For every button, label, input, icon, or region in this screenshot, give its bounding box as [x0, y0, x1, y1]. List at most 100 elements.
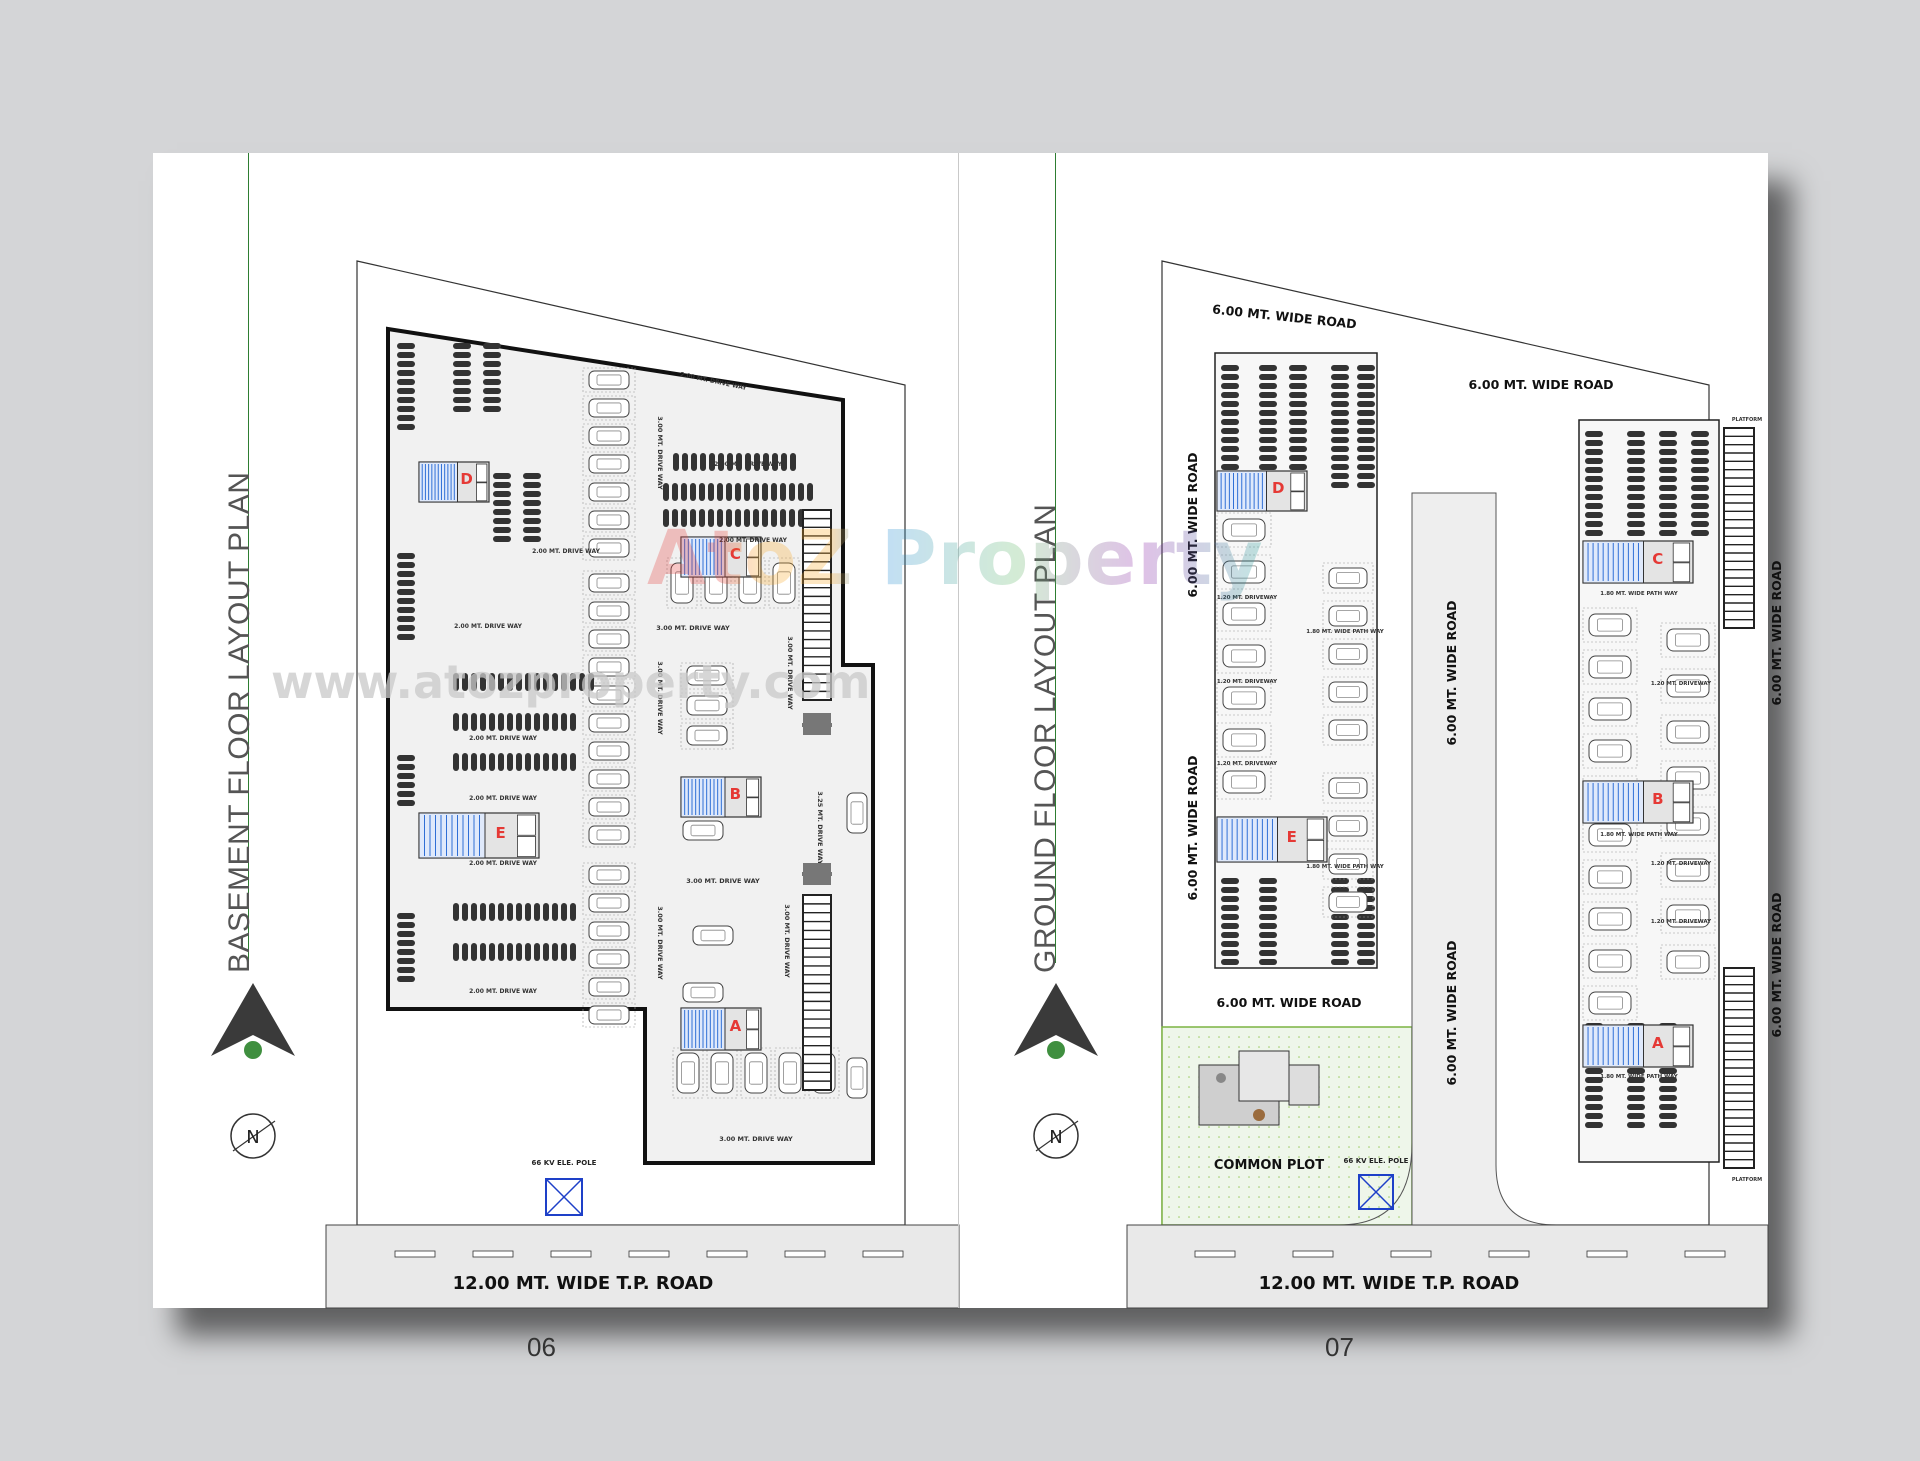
bike-icon [493, 482, 511, 488]
car-icon [1328, 777, 1368, 799]
bike-icon [1585, 476, 1603, 482]
bike-icon [1221, 374, 1239, 380]
lift-icon [475, 463, 488, 483]
bike-icon [1357, 464, 1375, 470]
bike-icon [1691, 458, 1709, 464]
bike-icon [397, 424, 415, 430]
road-dash [472, 1250, 514, 1258]
bike-icon [699, 509, 705, 527]
driveway-label: 3.00 MT. DRIVE WAY [656, 661, 664, 735]
bike-icon [1627, 503, 1645, 509]
bike-icon [462, 753, 468, 771]
road-dashes [1194, 1250, 1726, 1258]
bike-icon [1221, 941, 1239, 947]
bike-icon [570, 673, 576, 691]
pathway-label: 1.20 MT. DRIVEWAY [1217, 761, 1278, 767]
bike-icon [1357, 419, 1375, 425]
bike-icon [1585, 467, 1603, 473]
block-letter: A [1652, 1034, 1664, 1052]
bike-icon [1585, 512, 1603, 518]
bike-icon [745, 453, 751, 471]
block-letter: E [1287, 828, 1297, 846]
car-icon [846, 792, 868, 834]
bike-icon [453, 370, 471, 376]
bike-icon [1331, 923, 1349, 929]
bike-icon [790, 453, 796, 471]
bike-icon [1221, 950, 1239, 956]
driveway-label: 3.00 MT. DRIVE WAY [656, 624, 730, 632]
bike-icon [709, 453, 715, 471]
bike-icon [700, 453, 706, 471]
car-icon [676, 1052, 700, 1094]
driveway-label: 2.00 MT. DRIVE WAY [532, 548, 600, 555]
bike-icon [1585, 1104, 1603, 1110]
bike-icon [552, 903, 558, 921]
bike-icon [1357, 923, 1375, 929]
bike-icon [489, 713, 495, 731]
bike-icon [1659, 1113, 1677, 1119]
bike-icon [1659, 521, 1677, 527]
bike-icon [561, 943, 567, 961]
bike-icon [1659, 1086, 1677, 1092]
lift-icon [516, 836, 536, 858]
car-icon [588, 769, 630, 789]
car-icon [588, 825, 630, 845]
lift-icon [1672, 1046, 1691, 1067]
car-icon [1588, 907, 1632, 931]
car-icon [682, 820, 724, 841]
car-icon [1328, 643, 1368, 665]
bike-icon [1659, 440, 1677, 446]
lift-icon [1290, 472, 1305, 492]
bike-icon [1289, 437, 1307, 443]
car-icon [1328, 681, 1368, 703]
ele-pole-label: 66 KV ELE. POLE [532, 1159, 597, 1167]
bike-icon [1259, 383, 1277, 389]
bike-icon [1659, 458, 1677, 464]
bike-icon [471, 753, 477, 771]
bike-icon [1659, 530, 1677, 536]
bike-icon [771, 509, 777, 527]
pathway-label: PLATFORM [1732, 1177, 1762, 1183]
bike-icon [483, 361, 501, 367]
bike-icon [1259, 365, 1277, 371]
bike-icon [681, 509, 687, 527]
bike-icon [453, 673, 459, 691]
bike-icon [1357, 959, 1375, 965]
bike-icon [807, 483, 813, 501]
ramp-top-stripes [1724, 435, 1754, 621]
two-wheeler-area [397, 343, 813, 982]
bike-icon [1221, 446, 1239, 452]
road-dash [1194, 1250, 1236, 1258]
car-icon [1222, 644, 1266, 668]
driveway-label: 3.00 MT. DRIVE WAY [783, 904, 791, 978]
pathway-label: 1.80 MT. WIDE PATH WAY [1600, 1074, 1678, 1080]
bike-icon [1259, 455, 1277, 461]
driveway-label: 2.00 MT. DRIVE WAY [469, 860, 537, 867]
bike-icon [579, 673, 585, 691]
bike-icon [471, 903, 477, 921]
bike-icon [489, 903, 495, 921]
bike-icon [534, 903, 540, 921]
ele-pole-icon [545, 1178, 583, 1216]
bike-icon [507, 753, 513, 771]
car-icon [1222, 518, 1266, 542]
bike-icon [453, 943, 459, 961]
bike-icon [1221, 905, 1239, 911]
bike-icon [672, 483, 678, 501]
bike-icon [462, 673, 468, 691]
bike-icon [1221, 428, 1239, 434]
common-plot-label: COMMON PLOT [1214, 1158, 1324, 1173]
bike-icon [397, 634, 415, 640]
bike-icon [1357, 914, 1375, 920]
bike-icon [570, 713, 576, 731]
car-icon [588, 797, 630, 817]
bike-icon [1691, 449, 1709, 455]
bike-icon [462, 943, 468, 961]
bike-icon [561, 713, 567, 731]
bike-icon [471, 673, 477, 691]
car-icon [1222, 728, 1266, 752]
bike-icon [735, 483, 741, 501]
car-icon [588, 398, 630, 418]
lift-icon [1672, 542, 1691, 563]
